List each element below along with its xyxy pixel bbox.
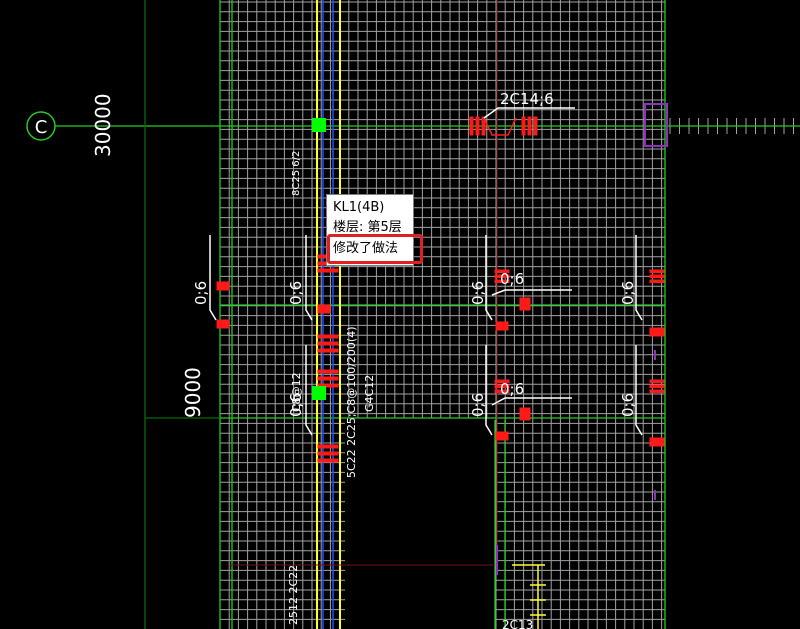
- stirrup-hatch[interactable]: [494, 384, 510, 388]
- stirrup-hatch[interactable]: [317, 369, 339, 374]
- rebar-hook-bend: [483, 117, 517, 136]
- tooltip-component-name: KL1(4B): [333, 200, 385, 215]
- stirrup-hatch[interactable]: [649, 389, 665, 393]
- stirrup-label[interactable]: 0;6: [469, 281, 487, 305]
- opening-void: [345, 418, 495, 629]
- rebar-marker[interactable]: [495, 431, 509, 441]
- stirrup-hatch[interactable]: [317, 348, 339, 353]
- rebar-marker[interactable]: [649, 437, 665, 447]
- stirrup-label[interactable]: 0;6: [619, 281, 637, 305]
- rebar-marker[interactable]: [216, 319, 230, 329]
- yellow-ticks: [512, 564, 546, 629]
- dimension-9000: 9000: [181, 367, 205, 418]
- rebar-label-5c22[interactable]: 5C22 2C25;C8@100/200(4): [345, 326, 358, 478]
- purple-markers: [496, 103, 668, 575]
- rebar-marker[interactable]: [317, 304, 331, 314]
- grip-square-top[interactable]: [312, 118, 326, 132]
- tooltip-status: 修改了做法: [333, 241, 399, 256]
- axis-label-c: C: [35, 117, 48, 138]
- stirrup-hatch[interactable]: [494, 279, 510, 283]
- rebar-marker[interactable]: [519, 407, 531, 421]
- rebar-label-2c13[interactable]: 2C13: [502, 618, 533, 629]
- stirrup-label[interactable]: 0;6: [469, 393, 487, 417]
- stirrup-hatch[interactable]: [317, 376, 339, 381]
- tooltip-status-highlight: [327, 234, 423, 264]
- stirrup-hatch[interactable]: [649, 379, 665, 383]
- rebar-marker[interactable]: [649, 327, 665, 337]
- stirrup-hatch[interactable]: [494, 274, 510, 278]
- stirrup-hatch[interactable]: [494, 379, 510, 383]
- stirrup-label[interactable]: 0;6: [192, 281, 210, 305]
- stirrup-label[interactable]: 0;6: [287, 393, 305, 417]
- stirrup-label[interactable]: 0;6: [500, 270, 524, 288]
- stirrup-hatch[interactable]: [494, 389, 510, 393]
- rebar-hook[interactable]: [533, 116, 538, 136]
- axis-bubble[interactable]: [26, 111, 56, 141]
- beam-kl1-lines[interactable]: [316, 0, 341, 629]
- tooltip-floor: 楼层: 第5层: [333, 220, 402, 235]
- stirrup-hatch[interactable]: [649, 274, 665, 278]
- stirrup-hatch[interactable]: [317, 383, 339, 388]
- rebar-hook[interactable]: [521, 116, 526, 136]
- stirrup-hatch[interactable]: [649, 384, 665, 388]
- stirrup-hatch[interactable]: [317, 268, 339, 273]
- grip-square-mid[interactable]: [312, 386, 326, 400]
- rebar-label-8c25[interactable]: 8C25 6/2: [291, 151, 302, 196]
- rebar-label-c8[interactable]: C8@12: [290, 372, 303, 412]
- rebar-hook[interactable]: [527, 116, 532, 136]
- stirrup-hatch[interactable]: [317, 341, 339, 346]
- rebar-hook[interactable]: [475, 116, 480, 136]
- rebar-hook[interactable]: [481, 116, 486, 136]
- stirrup-hatch[interactable]: [317, 451, 339, 456]
- stirrup-label[interactable]: 0;6: [619, 393, 637, 417]
- component-tooltip: KL1(4B) 楼层: 第5层 修改了做法: [326, 194, 414, 266]
- rebar-label-2512[interactable]: 2512 2C22: [287, 565, 300, 625]
- rebar-label-2c14[interactable]: 2C14;6: [500, 90, 554, 108]
- stirrup-label[interactable]: 0;6: [500, 380, 524, 398]
- rebar-marker[interactable]: [495, 321, 509, 331]
- green-axis-lines: [55, 0, 800, 629]
- rebar-label-g4c12[interactable]: G4C12: [363, 375, 376, 412]
- rebar-hook[interactable]: [469, 116, 474, 136]
- stirrup-label[interactable]: 0;6: [287, 281, 305, 305]
- stirrup-hatch[interactable]: [317, 444, 339, 449]
- rebar-marker[interactable]: [519, 297, 531, 311]
- stirrup-hatch[interactable]: [317, 458, 339, 463]
- stirrup-hatch[interactable]: [317, 334, 339, 339]
- stirrup-hatch[interactable]: [649, 279, 665, 283]
- stirrup-hatch[interactable]: [649, 269, 665, 273]
- rebar-marker[interactable]: [216, 281, 230, 291]
- stirrup-hatch[interactable]: [494, 269, 510, 273]
- dimension-30000: 30000: [91, 93, 115, 157]
- leader-lines: [209, 107, 643, 436]
